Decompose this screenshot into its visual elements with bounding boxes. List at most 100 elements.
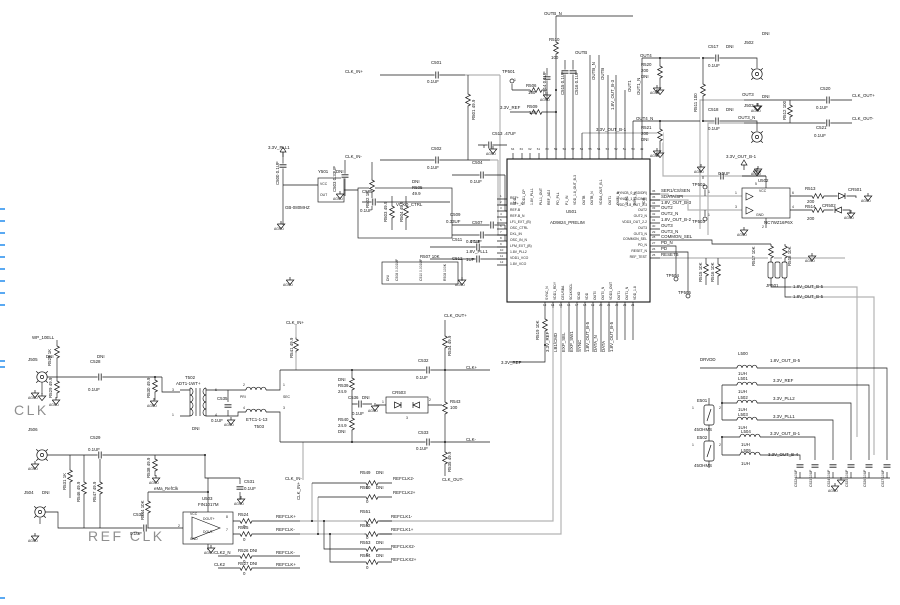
schematic-label: 21 [607,303,611,307]
schematic-label: 3.3V_PLL2 [773,396,795,401]
schematic-label: 1.8V_PLL1 [530,188,535,205]
schematic-label: 5 [500,218,502,222]
schematic-label: 0 [366,485,369,490]
schematic-label: SDATA/SPI [661,193,684,199]
schematic-label: C528 [90,359,101,364]
schematic-label: J503 [744,103,754,108]
schematic-label: 1.8V_OUT_B-2 [661,217,692,222]
schematic-label: L501 [738,376,748,381]
schematic-label: 30 [652,223,656,228]
clk-section-label: CLK [14,402,49,418]
schematic-label: 1UH [738,407,747,412]
schematic-label: DNI [412,179,420,184]
schematic-label: R539 [338,383,349,388]
schematic-label: T503 [254,424,265,429]
schematic-label: C532 [418,358,429,363]
schematic-label: DNI [386,275,390,281]
schematic-label: 3.3V_OUT_B-1 [770,431,801,436]
schematic-label: L503 [738,412,748,417]
schematic-label: R524 [238,512,249,517]
schematic-label: R529 49.9 [48,377,53,398]
schematic-label: OUT0 [593,290,597,300]
schematic-label: VCC [759,189,767,193]
ic-pin-name: SYNCB_1_(SC/NR) [616,196,647,201]
schematic-label: 1 [692,443,694,447]
schematic-label: R501 49.9 [471,99,476,120]
schematic-label: VDD1_VCO [510,256,529,260]
schematic-label: R550 [360,485,371,490]
schematic-label: 4 [215,413,217,417]
schematic-label: CR503 [392,390,406,395]
schematic-label: R526 DNI [238,548,258,553]
schematic-label: CLK_OUT- [852,116,874,121]
schematic-label: 23 [623,303,627,307]
ground-label: AGND [333,197,343,201]
schematic-label: 1 [283,383,285,387]
margin-tick [0,244,5,246]
schematic-label: R547 49.9 [92,481,97,502]
schematic-label: 0.1UF [718,171,730,176]
margin-tick [0,304,5,306]
schematic-label: OUT1 [607,195,612,205]
schematic-label: DNI [192,426,200,431]
schematic-label: C535 [217,396,228,401]
schematic-label: C509 [450,212,461,217]
schematic-label: C515 0.1UF [560,71,565,95]
schematic-label: R530 49.9 [146,377,151,398]
schematic-label: 13 [543,303,547,307]
schematic-label: C516 0.1UF [574,71,579,95]
schematic-label: REFCLK1- [391,514,413,519]
schematic-label: 1 [708,213,710,217]
schematic-label: SYNC [577,339,582,352]
schematic-label: 0.1UF [130,531,142,536]
schematic-label: 1.8V_PLL1 [466,249,488,254]
schematic-label: 2 [429,398,431,402]
margin-tick [0,220,5,222]
schematic-label: 0.1UF [470,239,482,244]
schematic-label: 0.1UF [88,447,100,452]
schematic-label: 1UH [738,371,747,376]
schematic-label: REFCLK- [276,550,295,555]
schematic-label: E501 [697,398,708,403]
schematic-label: 200 [641,131,649,136]
ground-label: AGND [455,283,465,287]
schematic-label: 1.8V_OUT_B-5 [793,294,824,299]
schematic-label: 56 [579,147,584,151]
schematic-label: CR502 [822,203,836,208]
schematic-label: 54 [597,147,601,151]
schematic-label: P1_IN [564,195,569,205]
schematic-label: R553 [360,540,371,545]
schematic-label: 2 [243,383,245,387]
schematic-label: R506 [526,83,537,88]
schematic-label: 0 [366,522,369,527]
schematic-label: TP502 [692,182,705,187]
schematic-label: 1 [735,191,737,195]
schematic-label: C513 [492,131,503,136]
ground-label: AGND [49,403,59,407]
ic-pin-name: PD_N [637,243,647,248]
schematic-label: C501 [431,60,442,65]
schematic-label: 29 [652,229,656,234]
schematic-label: R554 [360,553,371,558]
schematic-label: DNI [336,169,344,174]
schematic-label: CLK_IN+ [296,482,301,500]
schematic-label: 1UH [738,425,747,430]
ground-label: AGND [737,233,747,237]
schematic-label: 0.1UF [708,63,720,68]
ground-label: AGND [147,404,157,408]
schematic-label: REF-B [510,208,521,212]
margin-tick [0,292,5,294]
schematic-label: VDD [642,197,646,205]
schematic-label: COMMON_SEL [661,234,693,240]
schematic-label: OUT2 [661,205,673,211]
schematic-label: 0.1UF [416,375,428,380]
schematic-label: C526 10UF [863,469,867,487]
schematic-label: VDDA_OUT_B-1 [599,179,603,205]
schematic-label: OUTB_N [544,11,562,16]
schematic-label: 0.1UF [352,411,364,416]
schematic-label: DXL_IN [510,232,522,236]
schematic-label: 50 [631,147,635,151]
schematic-label: VDD [513,197,517,205]
schematic-label: 6 [215,388,217,392]
schematic-label: 0.1UF [244,486,256,491]
